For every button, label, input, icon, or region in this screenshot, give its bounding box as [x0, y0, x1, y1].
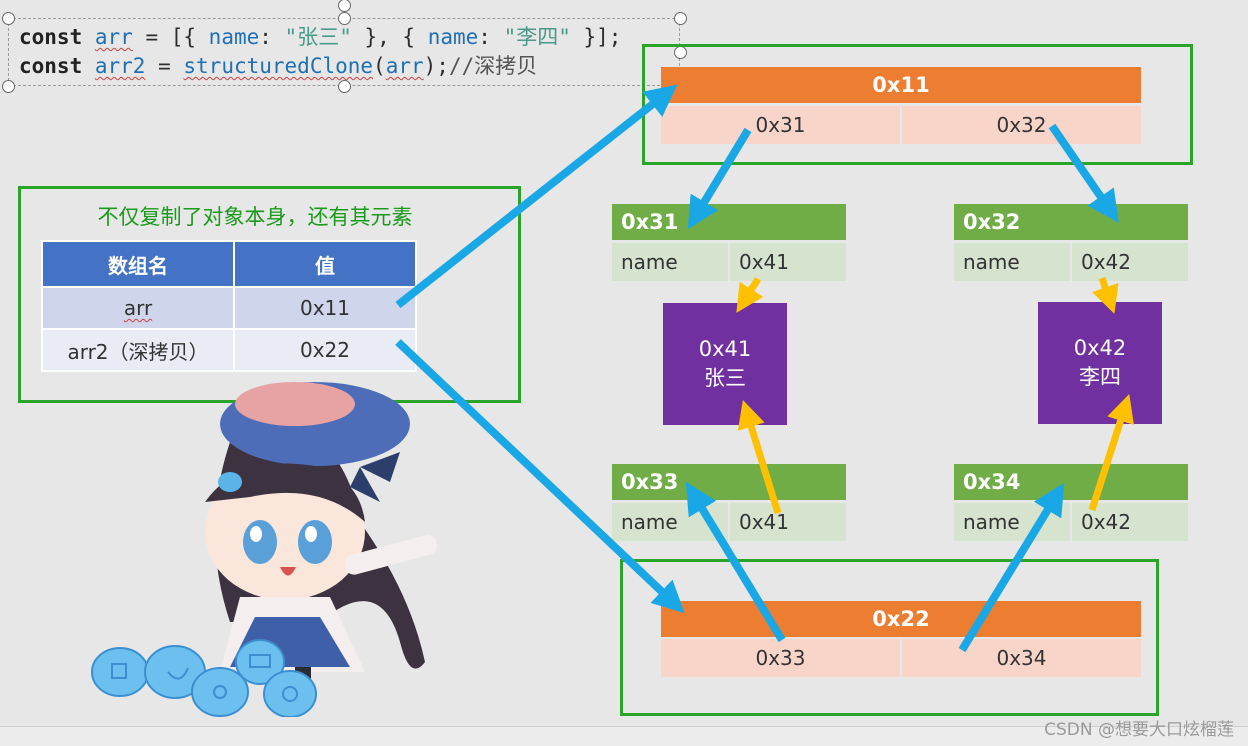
pointer-arrow	[694, 130, 748, 219]
pointer-arrow	[746, 410, 778, 513]
pointer-arrow	[962, 493, 1058, 650]
pointer-arrow	[1102, 278, 1111, 304]
mascot-illustration	[80, 372, 470, 717]
pointer-arrow	[692, 492, 782, 640]
pointer-arrow	[1092, 404, 1126, 510]
pointer-arrow	[398, 92, 668, 305]
pointer-arrow	[742, 279, 758, 304]
watermark: CSDN @想要大口炫榴莲	[1044, 715, 1234, 740]
pointer-arrow	[1052, 126, 1112, 213]
